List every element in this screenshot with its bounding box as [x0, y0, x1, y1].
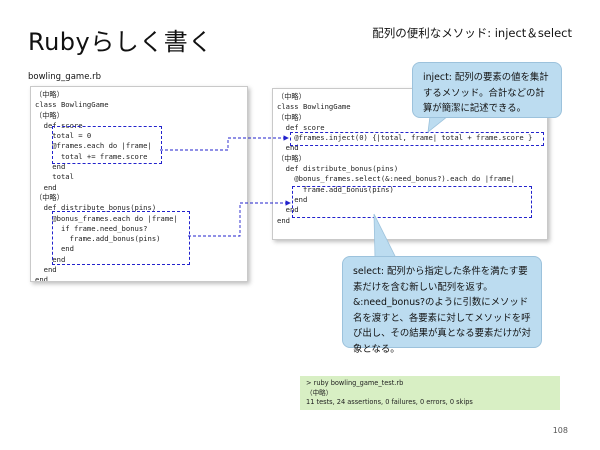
code-line: end	[35, 162, 66, 172]
code-line: end	[35, 265, 57, 275]
code-line: end	[35, 275, 48, 282]
code-line: （中略）	[35, 110, 64, 120]
file-label: bowling_game.rb	[28, 72, 102, 82]
code-line: class BowlingGame	[277, 102, 351, 112]
code-line: total = 0	[35, 131, 92, 141]
page-number: 108	[552, 426, 568, 435]
code-line: end	[35, 254, 66, 264]
code-line: （中略）	[35, 90, 64, 99]
code-line: def score	[35, 120, 83, 130]
callout-inject: inject: 配列の要素の値を集計するメソッド。合計などの計算が簡潔に記述でき…	[412, 62, 562, 118]
terminal-command: > ruby bowling_game_test.rb	[306, 379, 404, 387]
code-line: end	[35, 182, 57, 192]
terminal-output: > ruby bowling_game_test.rb（中略）11 tests,…	[300, 376, 560, 410]
code-line: total	[35, 172, 74, 182]
code-line: （中略）	[277, 153, 306, 163]
code-line: def distribute_bonus(pins)	[35, 203, 157, 213]
code-line: end	[35, 244, 74, 254]
code-line: end	[277, 194, 308, 204]
code-line: frame.add_bonus(pins)	[35, 234, 161, 244]
code-line: （中略）	[277, 112, 306, 122]
code-line: @frames.each do |frame|	[35, 141, 152, 151]
code-line: end	[277, 205, 299, 215]
code-line: frame.add_bonus(pins)	[277, 184, 394, 194]
code-line: class BowlingGame	[35, 100, 109, 110]
code-line: （中略）	[35, 192, 64, 202]
code-line: def distribute_bonus(pins)	[277, 164, 399, 174]
code-line: end	[277, 215, 290, 225]
slide-subtitle: 配列の便利なメソッド: inject＆select	[372, 26, 572, 40]
code-line: @bonus_frames.select(&:need_bonus?).each…	[277, 174, 515, 184]
code-line: def score	[277, 122, 325, 132]
code-line: @frames.inject(0) {|total, frame| total …	[277, 133, 533, 143]
slide-title: Rubyらしく書く	[28, 28, 213, 56]
code-line: （中略）	[277, 92, 306, 101]
code-line: @bonus_frames.each do |frame|	[35, 213, 178, 223]
terminal-omitted: （中略）	[306, 388, 333, 397]
code-line: if frame.need_bonus?	[35, 223, 148, 233]
callout-select: select: 配列から指定した条件を満たす要素だけを含む新しい配列を返す。&:…	[342, 256, 542, 355]
code-line: end	[277, 143, 299, 153]
code-panel-before: （中略）class BowlingGame（中略） def score tota…	[30, 86, 248, 282]
code-line: total += frame.score	[35, 151, 148, 161]
terminal-result: 11 tests, 24 assertions, 0 failures, 0 e…	[306, 398, 473, 407]
